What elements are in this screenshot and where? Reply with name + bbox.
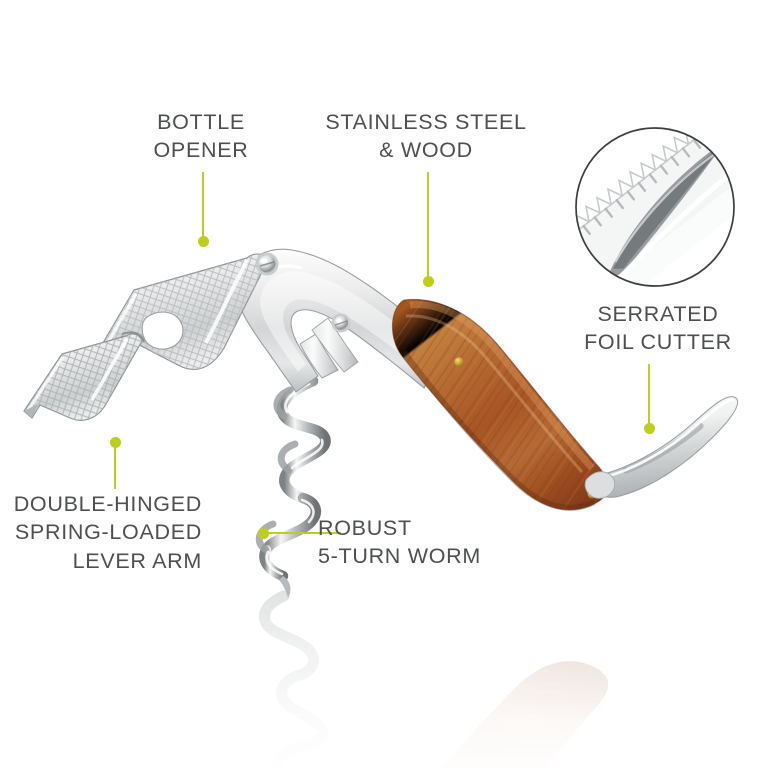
leader-line-worm	[263, 532, 341, 535]
brass-pin-upper	[454, 357, 464, 367]
callout-stainless-steel-wood: STAINLESS STEEL & WOOD	[325, 110, 527, 163]
callout-bottle-opener: BOTTLE OPENER	[153, 110, 249, 163]
leader-line-bottle-opener	[202, 172, 205, 242]
leader-dot-worm	[257, 527, 269, 539]
leader-dot-serrated-foil-cutter	[643, 422, 655, 434]
leader-line-serrated-foil-cutter	[648, 364, 651, 429]
rivet-upper	[255, 252, 279, 276]
rivet-lower	[331, 313, 351, 333]
leader-dot-stainless-steel	[422, 275, 434, 287]
callout-robust-5-turn-worm: ROBUST 5-TURN WORM	[318, 516, 481, 569]
serrated-foil-cutter-blade	[584, 396, 738, 499]
wood-handle	[391, 298, 609, 511]
leader-line-stainless-steel	[427, 172, 430, 282]
product-reflection	[0, 586, 768, 768]
leader-line-lever-arm	[114, 441, 117, 489]
double-hinged-lever-arm	[23, 253, 269, 421]
callout-serrated-foil-cutter: SERRATED FOIL CUTTER	[584, 302, 732, 355]
callout-double-hinged-lever-arm: DOUBLE-HINGED SPRING-LOADED LEVER ARM	[13, 492, 202, 573]
leader-dot-lever-arm	[109, 436, 121, 448]
serrated-edge-magnifier	[575, 127, 735, 287]
leader-dot-bottle-opener	[197, 235, 209, 247]
